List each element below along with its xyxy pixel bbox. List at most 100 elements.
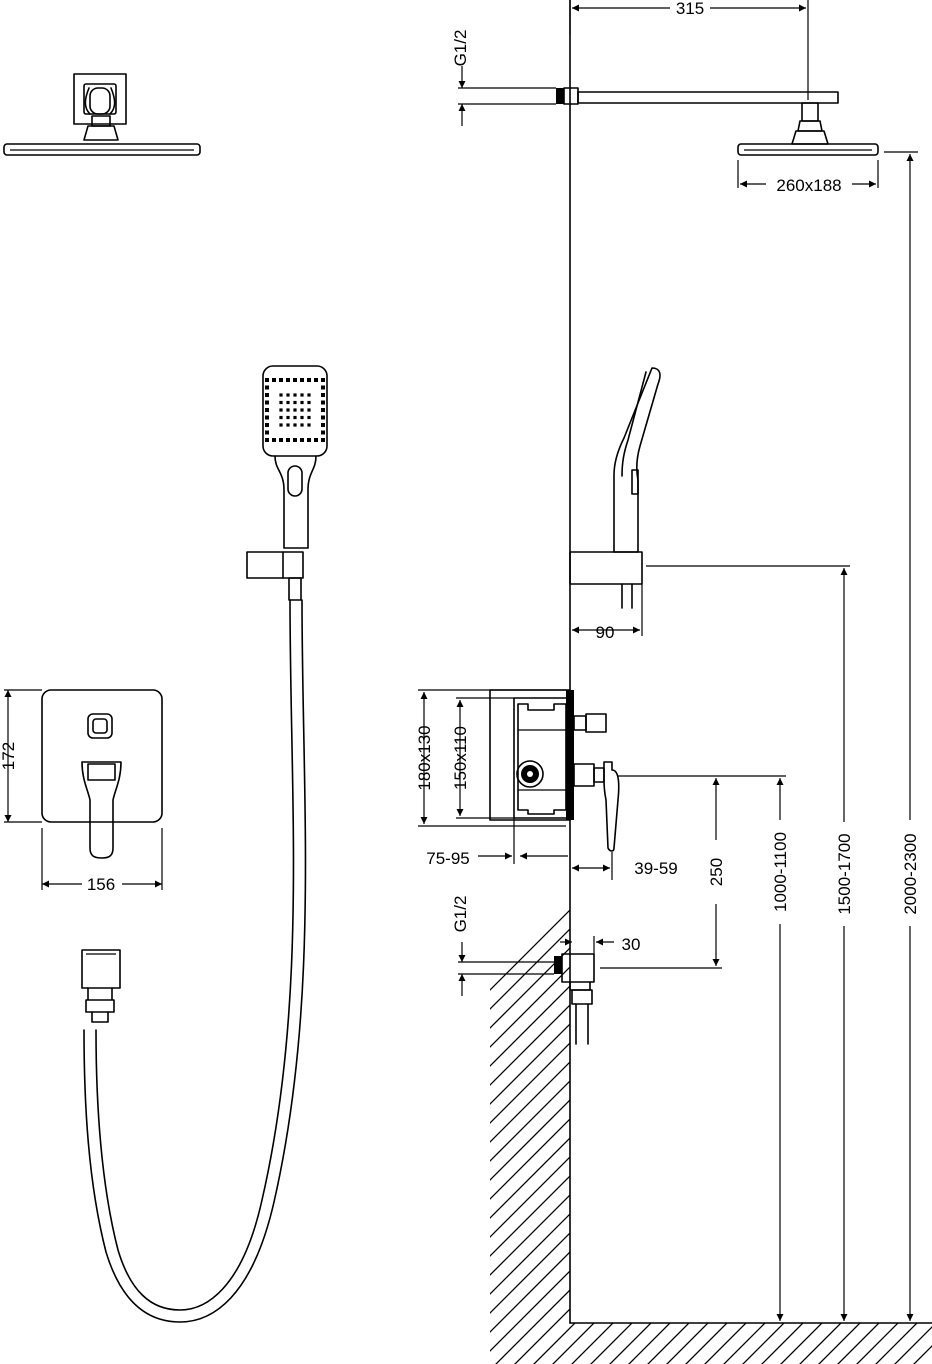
nozzle-dot xyxy=(321,408,325,412)
wall-hatch-line xyxy=(535,35,932,1364)
wall-hatch-line xyxy=(490,35,932,1364)
wall-hatch-line xyxy=(763,35,932,1364)
wall-hatch-line xyxy=(877,35,932,1364)
nozzle-dot xyxy=(279,393,283,397)
wall-hatch-line xyxy=(611,35,932,1364)
head-height-label: 2000-2300 xyxy=(901,833,920,914)
nozzle-dot xyxy=(293,378,297,382)
wall-hatch-line xyxy=(820,35,932,1364)
arm-length-label: 315 xyxy=(676,0,704,18)
nozzle-dot xyxy=(293,393,297,397)
mixer-body-side xyxy=(513,690,620,852)
nozzle-dot xyxy=(314,438,318,442)
wall-hatch-line xyxy=(490,35,932,1364)
wall-hatch-line xyxy=(490,35,932,1364)
nozzle-dot xyxy=(307,438,311,442)
thread-bottom-label: G1/2 xyxy=(451,896,470,933)
wall-hatch-line xyxy=(490,35,932,1364)
wall-hatch-line xyxy=(668,35,932,1364)
nozzle-dot xyxy=(293,400,297,405)
wall-hatch-line xyxy=(687,35,932,1364)
wall-hatch-line xyxy=(490,35,932,1364)
wall-hatch-line xyxy=(490,35,932,1364)
hand-shower-front xyxy=(246,365,328,601)
wall-hatch-line xyxy=(630,35,932,1364)
thread-top-label: G1/2 xyxy=(451,30,470,67)
nozzle-dot xyxy=(286,408,290,412)
hand-shower-holder-side xyxy=(569,367,661,609)
wall-hatch-line xyxy=(490,35,932,1364)
wall-hatch-line xyxy=(490,35,932,1364)
nozzle-dot xyxy=(300,378,304,382)
nozzle-dot xyxy=(265,430,269,435)
holder-offset-label: 90 xyxy=(596,623,615,642)
wall-hatch-line xyxy=(801,35,932,1364)
lever-offset-label: 39-59 xyxy=(634,859,677,878)
nozzle-dot xyxy=(279,378,283,382)
dimension-lines xyxy=(418,0,918,1321)
nozzle-dot xyxy=(265,423,269,427)
wall-hatch-line xyxy=(915,35,932,1364)
nozzle-dot xyxy=(300,400,304,405)
wall-hatch-line xyxy=(490,35,932,1364)
wall-hatch-line xyxy=(490,35,932,1364)
nozzle-dot xyxy=(286,400,290,405)
nozzle-dot xyxy=(307,423,311,427)
box-outer-label: 180x130 xyxy=(415,725,434,790)
nozzle-dot xyxy=(265,393,269,397)
nozzle-dot xyxy=(314,378,318,382)
wall-hatch-line xyxy=(725,35,932,1364)
rain-shower-head-front xyxy=(3,73,201,156)
wall-hatch-line xyxy=(490,35,932,1364)
nozzle-dot xyxy=(286,438,290,442)
nozzle-dot xyxy=(300,393,304,397)
nozzle-dot xyxy=(279,408,283,412)
wall-hatch-line xyxy=(490,35,932,1364)
wall-hatch-line xyxy=(896,35,932,1364)
wall-hatch-line xyxy=(490,35,932,1364)
mixer-height-label: 1000-1100 xyxy=(771,832,790,912)
wall-hatch-line xyxy=(592,35,932,1364)
nozzle-dot xyxy=(293,438,297,442)
nozzle-dot xyxy=(307,415,311,420)
wall-hatch-line xyxy=(554,35,932,1364)
nozzle-dot xyxy=(307,408,311,412)
nozzle-dot xyxy=(279,438,283,442)
nozzle-dot xyxy=(293,423,297,427)
wall-hatch-line xyxy=(858,35,932,1364)
wall-hatch-line xyxy=(839,35,932,1364)
wall-hatch-line xyxy=(490,35,932,1364)
plate-width-label: 156 xyxy=(87,875,115,894)
plate-dimensions xyxy=(4,689,163,890)
nozzle-dot xyxy=(272,438,276,442)
nozzle-dot xyxy=(265,400,269,405)
nozzle-dot xyxy=(286,423,290,427)
nozzle-dot xyxy=(286,393,290,397)
wall-hatch-line xyxy=(490,35,932,1364)
nozzle-dot xyxy=(279,400,283,405)
shower-arm-side xyxy=(556,87,879,156)
nozzle-dot xyxy=(293,408,297,412)
plate-height-label: 172 xyxy=(0,742,18,770)
wall-hatch-line xyxy=(706,35,932,1364)
nozzle-dot xyxy=(321,423,325,427)
wall-hatch-line xyxy=(490,35,932,1364)
wall-hatch-line xyxy=(516,35,932,1364)
nozzle-dot xyxy=(272,378,276,382)
nozzle-dot xyxy=(300,408,304,412)
wall-hatch-line xyxy=(490,35,932,1364)
wall-hatch-line xyxy=(573,35,932,1364)
nozzle-dot xyxy=(286,415,290,420)
holder-height-label: 1500-1700 xyxy=(835,833,854,914)
nozzle-dot xyxy=(293,415,297,420)
nozzle-dot xyxy=(321,415,325,420)
wall-hatch-line xyxy=(497,35,932,1364)
nozzle-dot xyxy=(321,438,325,442)
box-inner-label: 150x110 xyxy=(451,726,470,790)
nozzle-dot xyxy=(265,438,269,442)
wall-hatch-line xyxy=(649,35,932,1364)
wall-section xyxy=(488,0,932,1364)
nozzle-dot xyxy=(321,400,325,405)
nozzle-dot xyxy=(321,378,325,382)
